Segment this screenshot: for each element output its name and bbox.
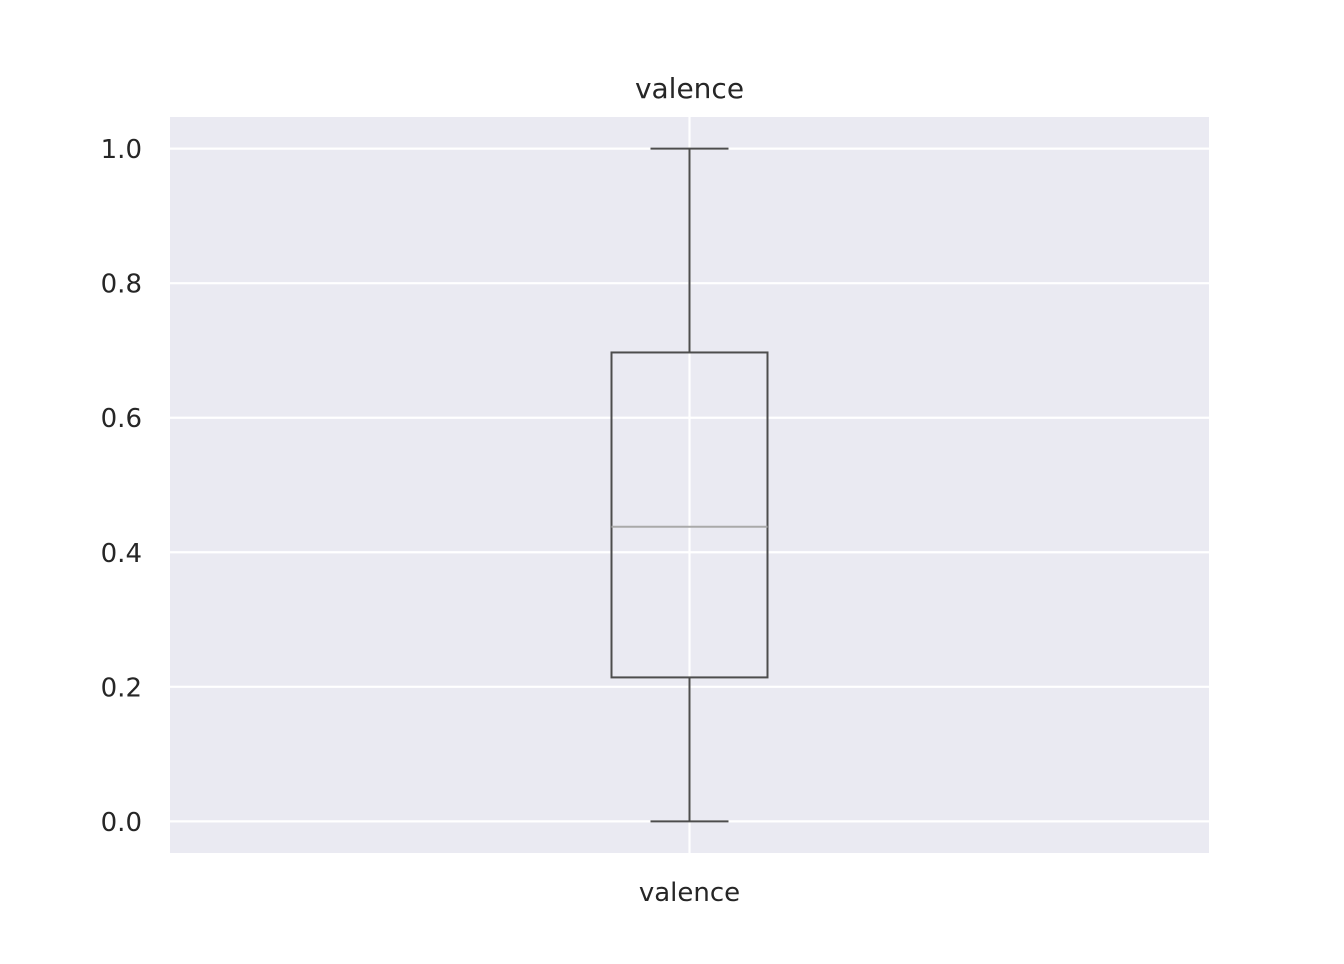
y-tick-label: 0.8 [101, 270, 142, 300]
y-tick-label: 1.0 [101, 135, 142, 165]
iqr-box [610, 351, 769, 679]
x-axis-ticks: valence [639, 878, 740, 908]
x-tick-label: valence [639, 878, 740, 908]
y-axis-ticks: 0.0 0.2 0.4 0.6 0.8 1.0 [101, 135, 142, 838]
y-tick-label: 0.0 [101, 808, 142, 838]
y-tick-label: 0.6 [101, 404, 142, 434]
y-tick-label: 0.2 [101, 673, 142, 703]
y-tick-label: 0.4 [101, 539, 142, 569]
chart-title: valence [635, 72, 744, 105]
box-layer [610, 147, 769, 823]
